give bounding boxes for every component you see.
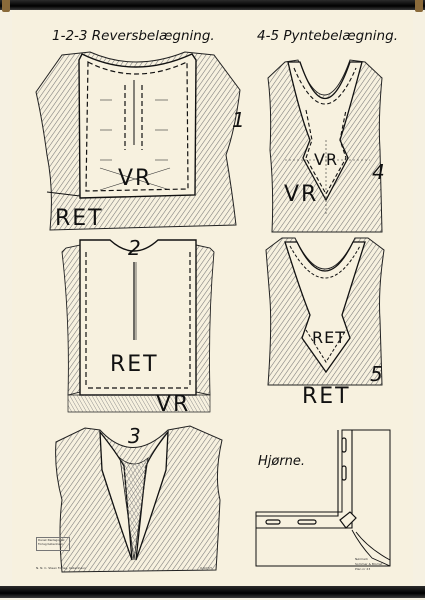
fig1-label-vr: VR (118, 166, 153, 191)
corner-detail (255, 429, 391, 567)
rod-cap-left (2, 0, 10, 12)
figure-3 (55, 425, 223, 573)
figure-1 (35, 51, 241, 231)
fig1-facing (78, 53, 197, 199)
publisher-line: N. N. C. Steen Forlag, København (36, 566, 86, 570)
fig5-facing (284, 241, 366, 374)
corner-fabric (255, 429, 391, 567)
fig3-number: 3 (128, 424, 141, 448)
fig1-number: 1 (232, 108, 245, 132)
fig2-side-left (61, 244, 81, 396)
fig2-facing (79, 239, 197, 396)
fig2-number: 2 (128, 236, 141, 260)
title-reverse-facing: 1-2-3 Reversbelægning. (52, 28, 215, 44)
footer-center-mark: O.N.H.H. (200, 566, 213, 570)
fig4-label-vr: VR (284, 182, 319, 207)
publisher-stamp: Dansk Pædagogisk Forlag København (36, 537, 70, 551)
fig2-side-right (195, 244, 215, 396)
footer-right-1: Nørmark (355, 557, 368, 561)
footer-right-3: Plan nr 23 (355, 567, 371, 571)
figure-2 (61, 239, 215, 413)
fig5-label-ret-inner: RET (312, 328, 346, 347)
footer-right-2: Sommer & Blomst (355, 562, 383, 566)
fig4-number: 4 (372, 160, 385, 184)
hanging-rod-top (0, 0, 425, 10)
title-decorative-facing: 4-5 Pyntebelægning. (257, 28, 398, 44)
rod-cap-right (415, 0, 423, 12)
fig2-label-ret: RET (110, 352, 159, 377)
fig1-facing-stitch (85, 61, 189, 192)
fig5-number: 5 (370, 362, 383, 386)
fig2-label-vr: VR (156, 392, 191, 417)
fig4-label-vr-inner: VR (314, 150, 339, 169)
hanging-rod-bottom (0, 586, 425, 598)
fig3-lapel-right (135, 430, 169, 561)
figure-5 (265, 237, 385, 386)
fig5-label-ret: RET (302, 384, 351, 409)
fig1-label-ret: RET (55, 206, 104, 231)
figure-4 (267, 59, 383, 233)
fig4-facing (287, 61, 363, 202)
fig3-lapel-left (99, 430, 133, 561)
corner-label: Hjørne. (258, 454, 306, 469)
